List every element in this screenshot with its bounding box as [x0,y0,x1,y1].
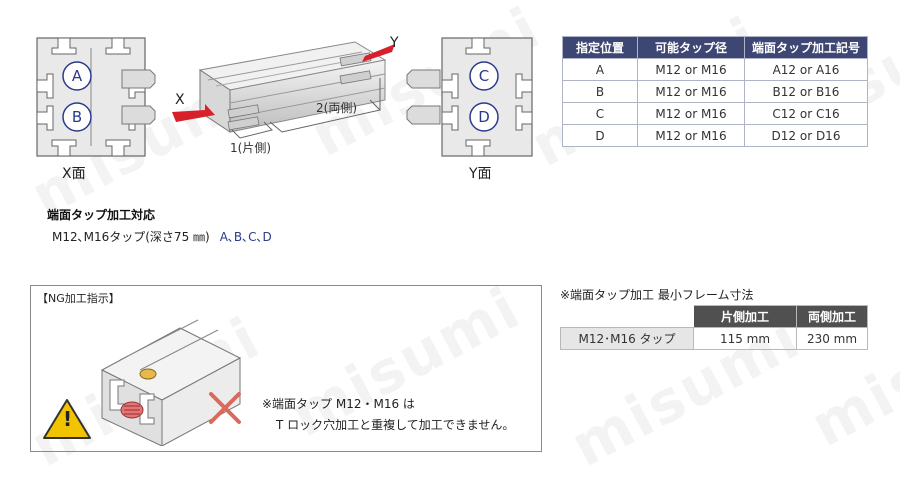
y-face-label: Y面 [469,166,492,182]
table-cell: M12 or M16 [637,102,745,125]
table-header: 片側加工 [693,305,797,328]
support-note-line: M12､M16タップ(深さ75 ㎜) A､B､C､D [52,228,272,245]
table-row: D M12 or M16 D12 or D16 [562,124,868,147]
table-cell: C [562,102,638,125]
table-cell: 230 mm [796,327,868,350]
table-cell: D [562,124,638,147]
ng-title: 【NG加工指示】 [37,292,120,305]
support-note-spec: M12､M16タップ(深さ75 ㎜) [52,230,210,244]
ng-message-line2: T ロック穴加工と重複して加工できません。 [276,418,515,432]
table-cell: M12 or M16 [637,124,745,147]
y-axis-arrow [362,44,395,62]
ng-message: ※端面タップ M12・M16 は T ロック穴加工と重複して加工できません。 [262,394,532,436]
extrusion-corner [100,319,242,446]
tap-bolt-icon [406,69,441,89]
table-row: A M12 or M16 A12 or A16 [562,58,868,81]
support-note-positions: A､B､C､D [219,230,272,244]
table-header-row: 指定位置 可能タップ径 端面タップ加工記号 [562,36,868,59]
warning-symbol: ! [63,407,73,431]
support-note-title: 端面タップ加工対応 [47,208,156,222]
x-axis-label: X [175,92,185,108]
ng-message-line1: ※端面タップ M12・M16 は [262,397,415,411]
dimension-line-one-side [231,121,273,139]
dimension-both-sides-label: 2(両側) [316,101,357,115]
warning-icon [43,399,91,439]
dimension-line-both-sides [269,99,381,133]
table-cell: A [562,58,638,81]
table-cell: D12 or D16 [744,124,868,147]
y-axis-label: Y [389,35,399,51]
table-row: C M12 or M16 C12 or C16 [562,102,868,125]
table-header: 指定位置 [562,36,638,59]
table-header [560,305,694,328]
table-header: 両側加工 [796,305,868,328]
table-cell: 115 mm [693,327,797,350]
table-header: 可能タップ径 [637,36,745,59]
table-cell: C12 or C16 [744,102,868,125]
position-c-label: C [479,67,489,85]
min-frame-title: ※端面タップ加工 最小フレーム寸法 [560,288,754,302]
table-cell: M12 or M16 [637,80,745,103]
tap-bolt-icon [121,69,156,89]
dimension-one-side-label: 1(片側) [230,141,271,155]
position-d-label: D [478,108,490,126]
ng-illustration [43,319,242,446]
min-frame-table: 片側加工 両側加工 M12･M16 タップ 115 mm 230 mm [560,305,868,350]
x-face-label: X面 [62,166,86,182]
table-header-row: 片側加工 両側加工 [560,305,868,328]
x-face-section [36,37,146,157]
position-b-label: B [72,108,82,126]
extrusion-3d [198,41,387,133]
table-cell: A12 or A16 [744,58,868,81]
profile-diagram: A B X Y 1(片側) 2(両側) [36,35,533,157]
position-table: 指定位置 可能タップ径 端面タップ加工記号 A M12 or M16 A12 o… [562,36,868,147]
x-axis-arrow [172,104,215,122]
cross-icon [209,392,241,424]
table-cell: M12･M16 タップ [560,327,694,350]
y-face-section [441,37,533,157]
table-cell: B [562,80,638,103]
table-header: 端面タップ加工記号 [744,36,868,59]
table-row: B M12 or M16 B12 or B16 [562,80,868,103]
position-a-label: A [72,67,83,85]
table-cell: M12 or M16 [637,58,745,81]
tap-bolt-icon [121,105,156,125]
ng-instruction-box [30,285,542,452]
table-cell: B12 or B16 [744,80,868,103]
tap-bolt-icon [406,105,441,125]
table-row: M12･M16 タップ 115 mm 230 mm [560,327,868,350]
